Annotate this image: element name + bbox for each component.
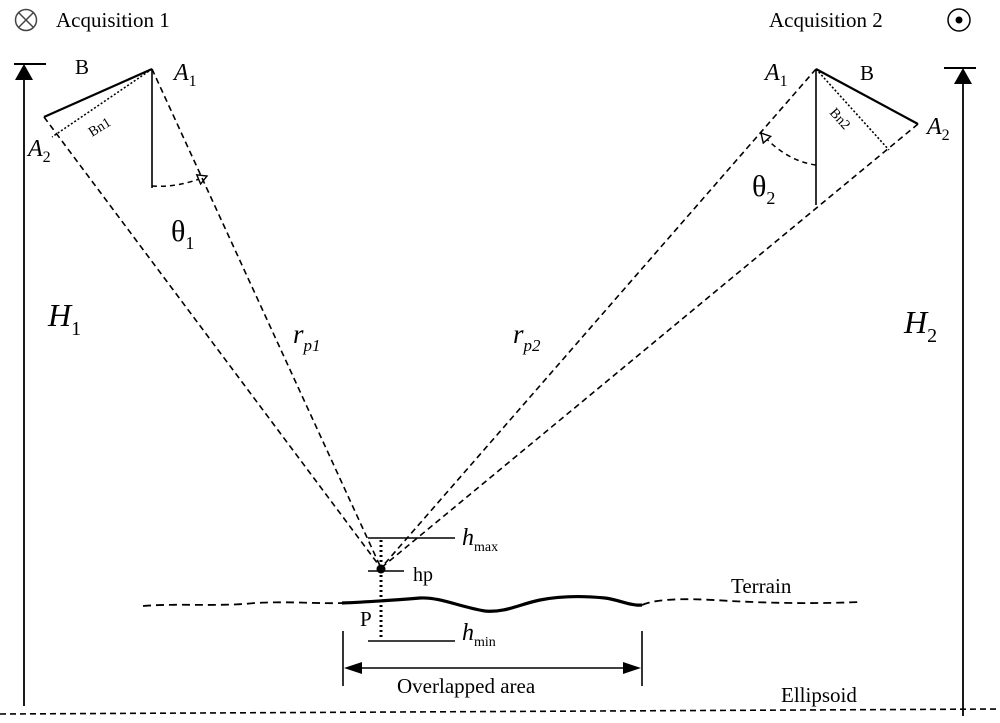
left-range-line-a2	[43, 116, 382, 569]
left-range-label: rp1	[293, 319, 321, 355]
right-range-line-a1	[380, 68, 817, 569]
terrain-dashed-right	[641, 598, 861, 606]
left-range-line-a1	[151, 68, 382, 569]
hmax-label: hmax	[462, 525, 498, 555]
left-theta-arc	[151, 176, 207, 188]
acquisition-2-label: Acquisition 2	[769, 8, 883, 32]
left-bn1-line	[51, 68, 153, 138]
terrain-dashed-left	[142, 601, 343, 607]
left-bn1-label: Bn1	[86, 115, 114, 140]
right-theta-arc	[761, 133, 817, 166]
cross-circle-icon	[14, 8, 38, 32]
left-a1-label: A1	[172, 60, 197, 90]
right-bn2-line	[815, 68, 890, 151]
right-bn2-label: Bn2	[826, 106, 853, 133]
left-height-arrow	[14, 63, 46, 706]
terrain-solid	[341, 594, 643, 613]
left-theta-label: θ1	[171, 215, 194, 253]
left-baseline	[43, 67, 153, 119]
right-range-label: rp2	[513, 319, 541, 355]
terrain-label: Terrain	[731, 574, 792, 598]
acquisition-1-label: Acquisition 1	[56, 8, 170, 32]
right-a2-label: A2	[925, 114, 950, 144]
target-point	[376, 564, 386, 574]
hmin-label: hmin	[462, 620, 496, 650]
left-h-label: H1	[47, 297, 81, 340]
right-a1-label: A1	[763, 60, 788, 90]
ellipsoid-line	[0, 708, 1000, 715]
dot-circle-icon	[947, 8, 971, 32]
right-theta-label: θ2	[752, 170, 775, 208]
ellipsoid-label: Ellipsoid	[781, 683, 857, 707]
overlap-label: Overlapped area	[397, 674, 536, 698]
left-a2-label: A2	[26, 136, 51, 166]
right-baseline	[815, 68, 919, 125]
right-h-label: H2	[903, 304, 937, 347]
left-baseline-label: B	[75, 55, 89, 79]
right-height-arrow	[944, 67, 976, 716]
right-baseline-label: B	[860, 61, 874, 85]
point-p-label: P	[360, 607, 372, 631]
hp-label: hp	[413, 564, 433, 586]
right-range-line-a2	[380, 123, 919, 569]
overlap-bracket	[342, 631, 643, 686]
